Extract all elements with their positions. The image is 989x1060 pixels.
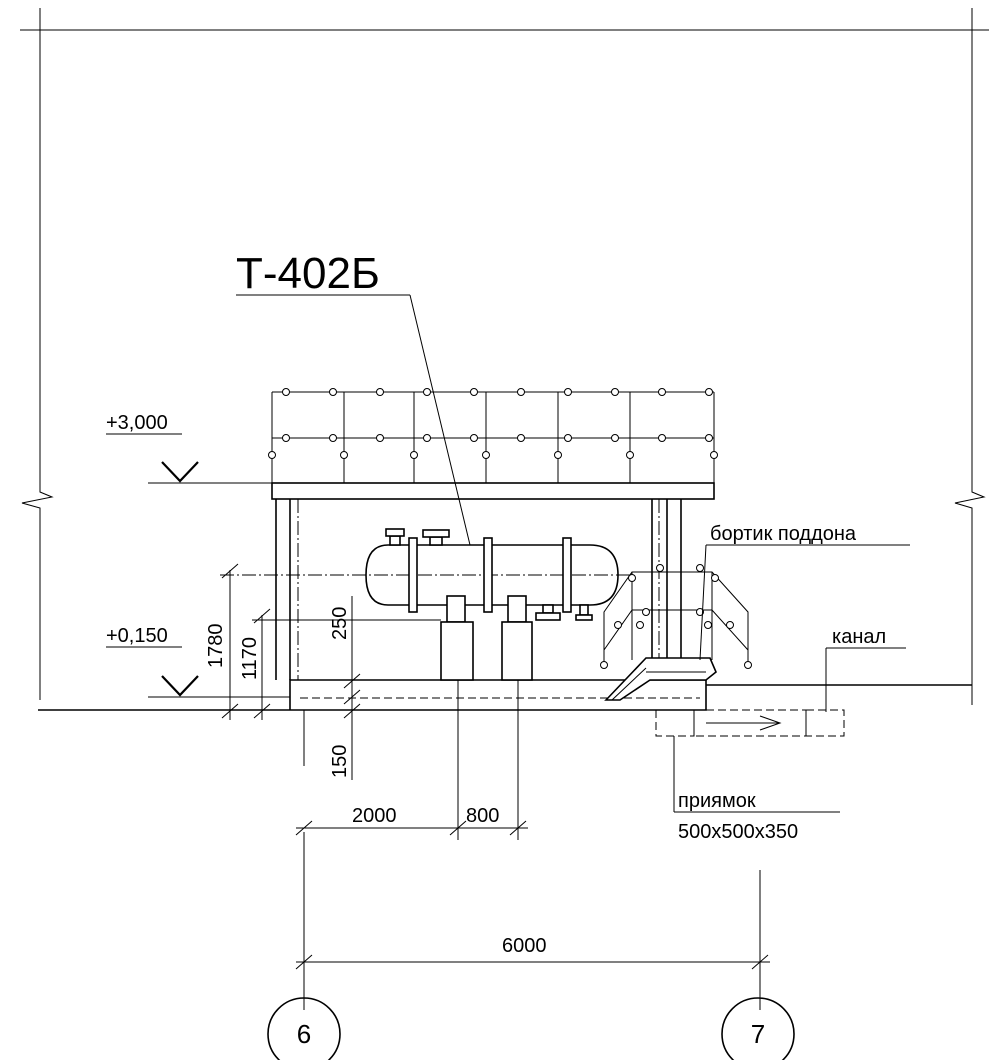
railing-node — [470, 388, 478, 396]
grid-axes — [267, 832, 795, 1060]
railing-node — [517, 388, 525, 396]
elevation-top: +3,000 — [106, 412, 168, 434]
leader-lines — [236, 294, 910, 813]
railing-node — [340, 451, 348, 459]
railing-node — [658, 434, 666, 442]
railing-node — [410, 451, 418, 459]
axis-bubble-6 — [267, 997, 341, 1060]
railing-node — [329, 388, 337, 396]
dim-150: 150 — [329, 745, 351, 778]
heat-exchanger-vessel — [220, 528, 630, 681]
axis-label-7: 7 — [751, 1019, 765, 1049]
railing-node — [423, 434, 431, 442]
railing-node — [376, 388, 384, 396]
equipment-tag: Т-402Б — [236, 249, 380, 298]
railing-node — [611, 388, 619, 396]
axis-label-6: 6 — [297, 1019, 311, 1049]
pit-size-label: 500x500x350 — [678, 821, 798, 843]
railing-node — [282, 434, 290, 442]
railing-node — [611, 434, 619, 442]
railing-node — [268, 451, 276, 459]
elevation-marks — [106, 433, 290, 698]
dim-2000: 2000 — [352, 805, 397, 827]
pit-label: приямок — [678, 790, 756, 812]
railing-node — [554, 451, 562, 459]
dim-250: 250 — [329, 607, 351, 640]
railing-node — [705, 434, 713, 442]
railing-node — [710, 451, 718, 459]
railing-node — [564, 388, 572, 396]
railing-node — [423, 388, 431, 396]
dim-6000: 6000 — [502, 935, 547, 957]
railing-node — [482, 451, 490, 459]
railing-node — [517, 434, 525, 442]
building-frame — [20, 8, 989, 705]
railing-node — [376, 434, 384, 442]
railing-node — [282, 388, 290, 396]
dim-800: 800 — [466, 805, 499, 827]
railing-node — [705, 388, 713, 396]
railing-node — [470, 434, 478, 442]
dim-1780: 1780 — [205, 624, 227, 669]
railing-node — [658, 388, 666, 396]
railing-node — [329, 434, 337, 442]
channel-label: канал — [832, 626, 886, 648]
tray-rim-label: бортик поддона — [710, 523, 857, 545]
pit-and-channel — [655, 709, 845, 737]
elevation-bottom: +0,150 — [106, 625, 168, 647]
stair-railing — [600, 564, 752, 701]
axis-bubble-7 — [721, 997, 795, 1060]
dim-1170: 1170 — [239, 637, 261, 680]
top-railing — [268, 388, 718, 483]
dimension-lines — [221, 563, 770, 970]
floor-line — [38, 679, 972, 711]
canopy-structure — [271, 482, 715, 680]
railing-node — [626, 451, 634, 459]
railing-node — [564, 434, 572, 442]
